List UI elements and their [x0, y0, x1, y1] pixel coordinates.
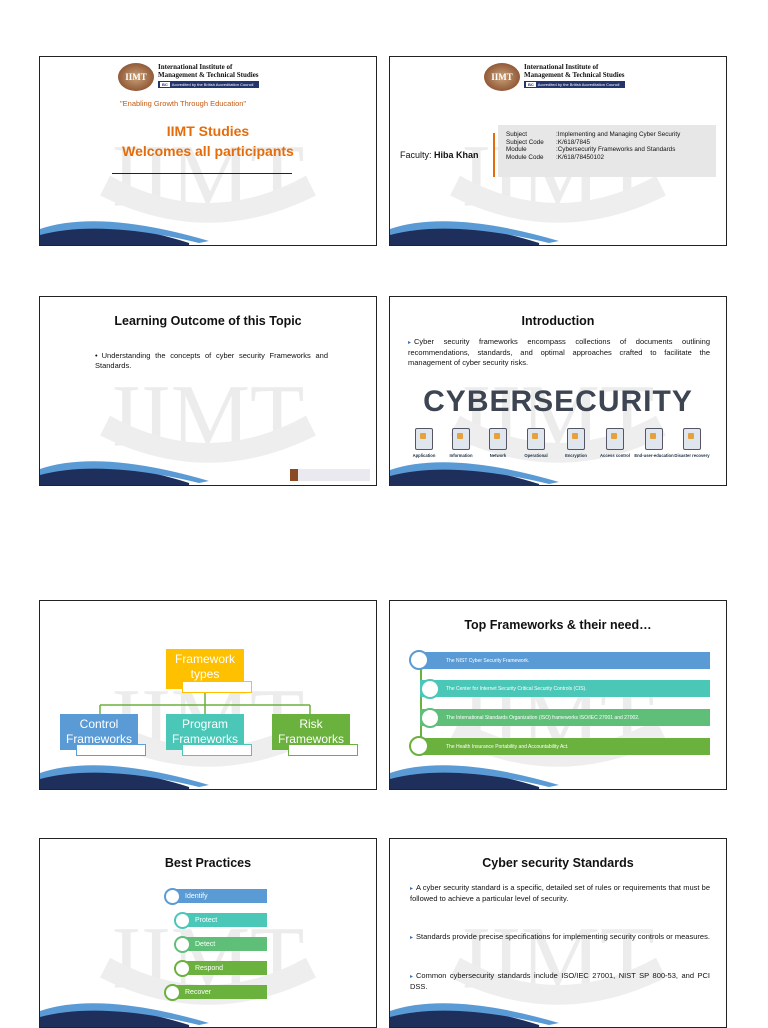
operational-icon — [527, 428, 545, 450]
icon-disaster-recovery: Disaster recovery — [672, 428, 712, 458]
slide-cyber-standards[interactable]: IIMT Cyber security Standards ▸A cyber s… — [389, 838, 727, 1028]
practice-step: Detect — [185, 937, 267, 951]
practice-step: Identify — [175, 889, 267, 903]
slide-faculty[interactable]: IIMT IIMT International Institute of Man… — [389, 56, 727, 246]
bullet-arrow-icon: ▸ — [410, 974, 414, 980]
iimt-logo-icon: IIMT — [118, 63, 154, 91]
org-chart-connectors — [99, 691, 311, 714]
framework-item: The Health Insurance Portability and Acc… — [420, 738, 710, 755]
slide-title: Best Practices — [164, 856, 252, 870]
bullet-text: •Understanding the concepts of cyber sec… — [95, 351, 328, 370]
icon-application: Application — [404, 428, 444, 458]
information-icon — [452, 428, 470, 450]
slide-learning-outcome[interactable]: IIMT Learning Outcome of this Topic •Und… — [39, 296, 377, 486]
icon-encryption: Encryption — [556, 428, 596, 458]
practice-step: Protect — [185, 913, 267, 927]
application-icon — [415, 428, 433, 450]
icon-network: Network — [478, 428, 518, 458]
bullet-arrow-icon: ▸ — [410, 886, 414, 892]
encryption-icon — [567, 428, 585, 450]
corner-swoosh — [390, 221, 559, 245]
iimt-logo: IIMT International Institute of Manageme… — [118, 63, 259, 91]
access-control-icon — [606, 428, 624, 450]
step-node-icon — [174, 936, 191, 953]
slide-framework-types[interactable]: IIMT Framework types Control Frameworks … — [39, 600, 377, 790]
slide-title: Top Frameworks & their need… — [464, 618, 652, 632]
cybersecurity-banner: CYBERSECURITY — [423, 385, 693, 418]
framework-item: The International Standards Organization… — [420, 709, 710, 726]
control-frameworks-sub — [76, 744, 146, 756]
bullet-arrow-icon: ▸ — [410, 935, 414, 941]
slide-title: Cyber security Standards — [482, 856, 634, 870]
disaster-recovery-icon — [683, 428, 701, 450]
svg-text:IIMT: IIMT — [112, 367, 305, 465]
svg-text:IIMT: IIMT — [462, 909, 655, 1007]
timeline-node-icon — [409, 736, 429, 756]
step-node-icon — [174, 960, 191, 977]
framework-item: The Center for Internet Security Critica… — [420, 680, 710, 697]
corner-swoosh — [390, 462, 559, 486]
icon-operational: Operational — [516, 428, 556, 458]
bullet-arrow-icon: ▸ — [408, 340, 412, 346]
footer-logo-icon — [290, 469, 370, 481]
practice-step: Recover — [175, 985, 267, 999]
slide-top-frameworks[interactable]: IIMT Top Frameworks & their need… The NI… — [389, 600, 727, 790]
risk-frameworks-sub — [288, 744, 358, 756]
bullet-text: ▸Cyber security frameworks encompass col… — [408, 337, 710, 367]
course-info-row: Module:Cybersecurity Frameworks and Stan… — [506, 146, 676, 153]
iimt-logo: IIMT International Institute of Manageme… — [484, 63, 625, 91]
step-node-icon — [164, 984, 181, 1001]
slide-title: Introduction — [521, 314, 595, 328]
bullet-text: ▸A cyber security standard is a specific… — [410, 883, 710, 903]
step-node-icon — [164, 888, 181, 905]
program-frameworks-sub — [182, 744, 252, 756]
icon-access-control: Access control — [595, 428, 635, 458]
slide-welcome[interactable]: IIMT IIMT International Institute of Man… — [39, 56, 377, 246]
welcome-title-2: Welcomes all participants — [122, 143, 294, 159]
course-info-panel: Subject:Implementing and Managing Cyber … — [498, 125, 716, 177]
framework-types-sub — [182, 681, 252, 693]
title-underline — [112, 173, 292, 174]
bullet-dot-icon: • — [95, 351, 98, 360]
practice-step: Respond — [185, 961, 267, 975]
slide-best-practices[interactable]: IIMT Best Practices Identify Protect Det… — [39, 838, 377, 1028]
corner-swoosh — [390, 765, 559, 789]
step-node-icon — [174, 912, 191, 929]
bullet-text: ▸Common cybersecurity standards include … — [410, 971, 710, 991]
iimt-logo-icon: IIMT — [484, 63, 520, 91]
timeline-node-icon — [420, 679, 440, 699]
corner-swoosh — [40, 221, 209, 245]
corner-swoosh — [390, 1003, 559, 1027]
timeline-node-icon — [420, 708, 440, 728]
course-info-row: Subject Code:K/618/7845 — [506, 138, 590, 146]
bullet-text: ▸Standards provide precise specification… — [410, 932, 710, 941]
faculty-divider — [493, 133, 495, 177]
course-info-row: Module Code:K/618/78450102 — [506, 153, 604, 161]
course-info-row: Subject:Implementing and Managing Cyber … — [506, 131, 681, 138]
framework-item: The NIST Cyber Security Framework. — [420, 652, 710, 669]
faculty-line: Faculty: Hiba Khan — [400, 150, 479, 160]
icon-end-user-education: End-user-education — [634, 428, 674, 458]
tagline: "Enabling Growth Through Education" — [120, 99, 247, 108]
timeline-node-icon — [409, 650, 429, 670]
welcome-title-1: IIMT Studies — [166, 123, 250, 139]
timeline-line — [420, 661, 422, 753]
icon-information: Information — [441, 428, 481, 458]
network-icon — [489, 428, 507, 450]
slide-title: Learning Outcome of this Topic — [114, 314, 302, 328]
end-user-education-icon — [645, 428, 663, 450]
